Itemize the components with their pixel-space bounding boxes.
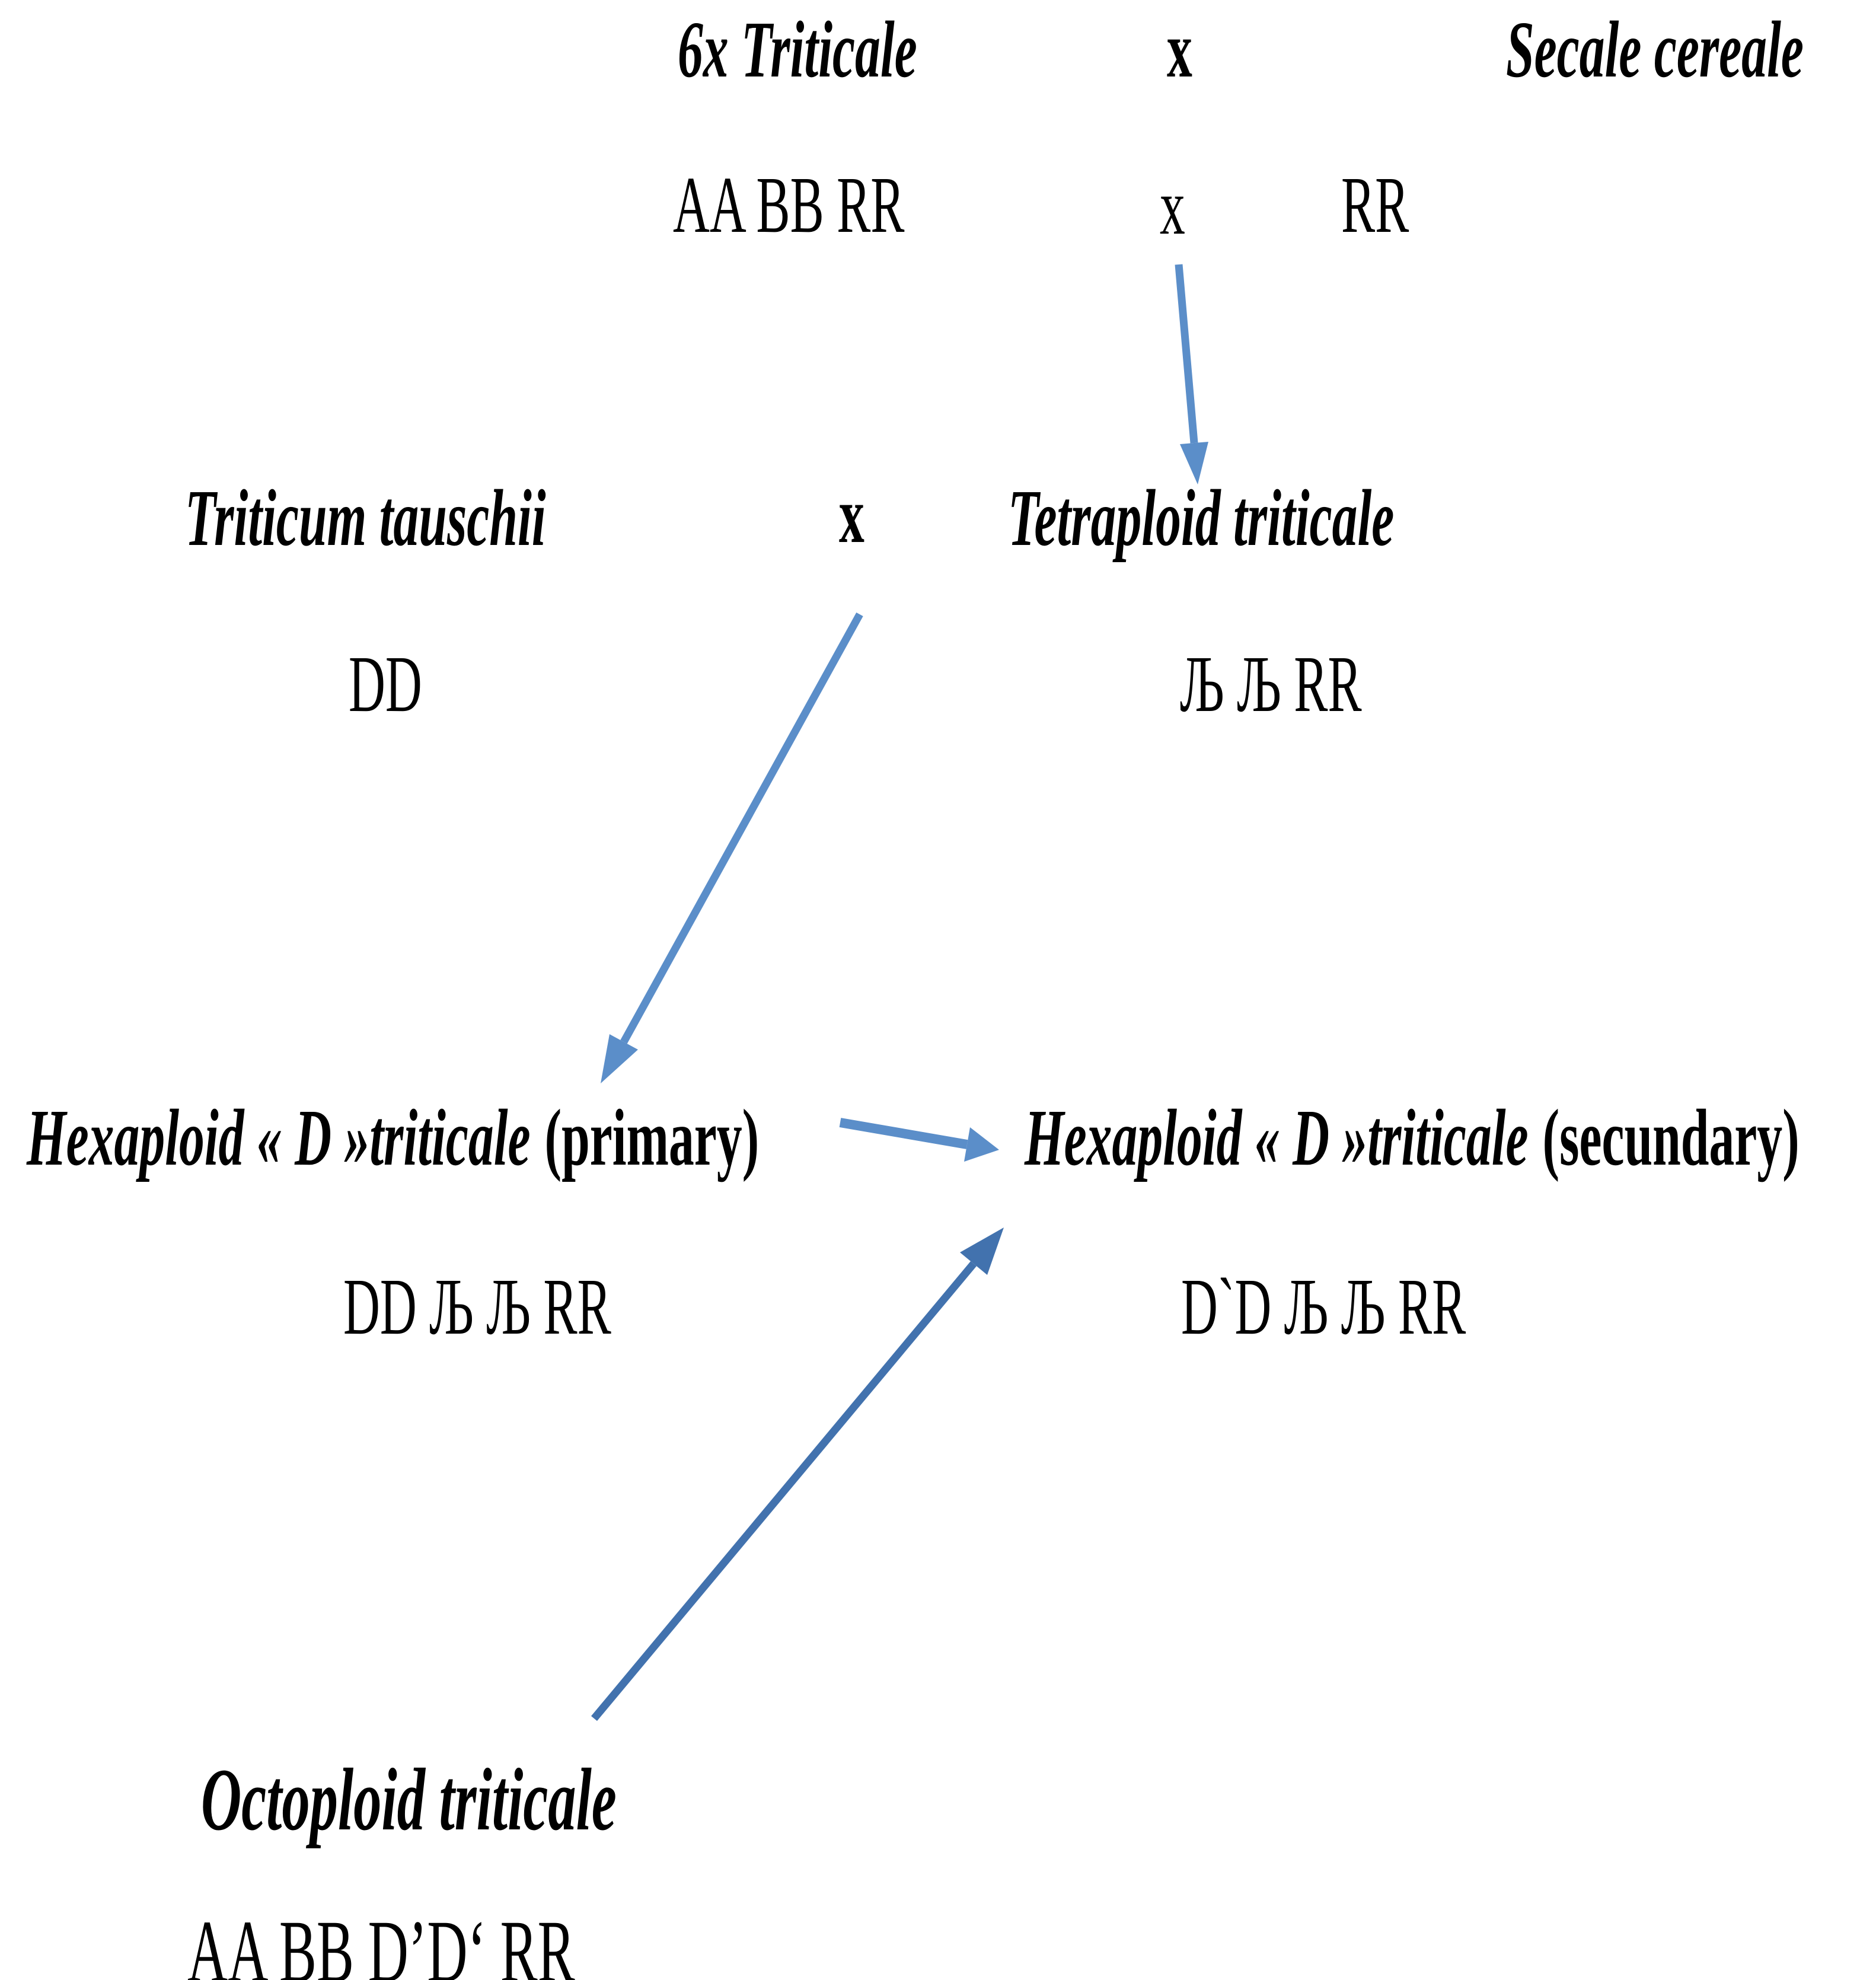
genome-6x-triticale: AA BB RR (673, 161, 905, 250)
arrow-head (601, 1034, 638, 1083)
arrow-shaft (839, 1118, 968, 1149)
hexaploid-secondary-name: Hexaploid « D »triticale (1025, 1093, 1529, 1182)
genome-octoploid-triticale: AA BB D’D‘ RR (187, 1902, 575, 1980)
arrow-shaft (620, 612, 863, 1044)
genome-secale-cereale: RR (1341, 161, 1409, 250)
genome-triticum-tauschii: DD (349, 640, 422, 729)
node-octoploid-triticale: Octoploid triticale (201, 1751, 617, 1849)
genome-hexaploid-primary: DD Љ Љ RR (343, 1262, 611, 1351)
arrow-primary-to-secondary-hexaploid-icon (839, 1118, 999, 1162)
parent-tetraploid-triticale: Tetraploid triticale (1008, 474, 1395, 563)
arrow-octoploid-to-secondary-hexaploid-icon (591, 1227, 1004, 1721)
parent-secale-cereale: Secale cereale (1506, 5, 1804, 94)
hexaploid-secondary-qualifier: (secundary) (1542, 1093, 1800, 1182)
hexaploid-primary-name: Hexaploid « D »triticale (27, 1093, 531, 1182)
node-hexaploid-secondary: Hexaploid « D »triticale(secundary) (1025, 1098, 1800, 1178)
cross-symbol-generation2: x (839, 471, 864, 560)
arrow-cross1-to-tetraploid-icon (1175, 264, 1208, 484)
node-hexaploid-primary: Hexaploid « D »triticale(primary) (27, 1098, 759, 1178)
arrow-shaft (1175, 264, 1198, 444)
genome-hexaploid-secondary: D`D Љ Љ RR (1181, 1262, 1466, 1351)
arrow-head (964, 1127, 999, 1162)
hexaploid-primary-qualifier: (primary) (544, 1093, 760, 1182)
arrow-head (960, 1227, 1004, 1275)
genome-tetraploid-triticale: Љ Љ RR (1180, 640, 1362, 729)
parent-triticum-tauschii: Triticum tauschii (185, 474, 546, 563)
arrow-cross2-to-primary-hexaploid-icon (601, 612, 863, 1083)
cross-symbol-genome1: x (1160, 162, 1185, 251)
cross-symbol-generation1: x (1167, 5, 1192, 94)
parent-6x-triticale: 6x Triticale (678, 5, 917, 94)
arrow-shaft (591, 1261, 977, 1721)
